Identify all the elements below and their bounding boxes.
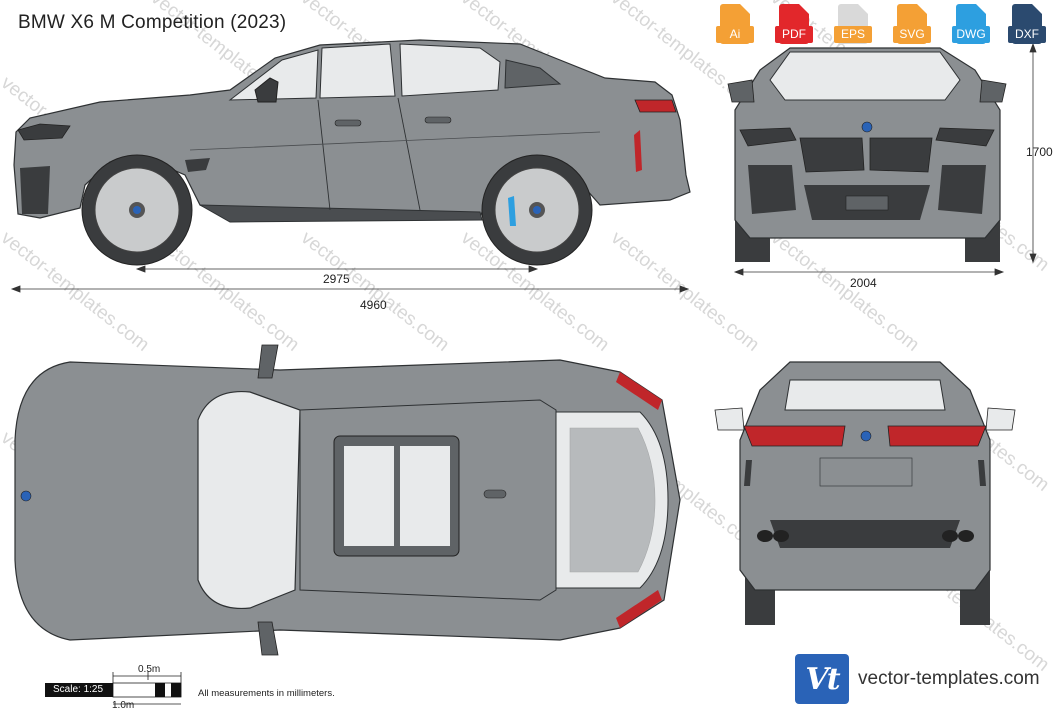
top-antenna (483, 489, 507, 499)
rear-mirror-left (714, 407, 745, 431)
rear-diffuser (770, 520, 960, 548)
side-window-quarter (504, 59, 562, 89)
rear-window (784, 379, 946, 411)
rear-mirror-right (985, 407, 1016, 431)
front-mirror-left (727, 79, 755, 103)
scale-full-label: 1.0m (112, 700, 135, 711)
side-door-line (397, 97, 421, 211)
dwg-file-fold (976, 4, 986, 14)
height-label: 1700 (1026, 145, 1053, 159)
front-intake-left (748, 165, 796, 214)
top-taillamp-right (616, 590, 662, 628)
eps-file-icon[interactable]: EPS (834, 4, 872, 48)
front-kidney-grille-left (799, 137, 865, 173)
dxf-file-icon[interactable]: DXF (1008, 4, 1046, 48)
rear-exhausts (757, 530, 974, 542)
top-taillamp-left (616, 372, 662, 410)
pdf-file-fold (799, 4, 809, 14)
vt-logo-icon[interactable] (795, 654, 849, 704)
ai-file-icon[interactable]: Ai (716, 4, 754, 48)
top-view (14, 344, 681, 656)
svg-file-label: SVG (893, 26, 931, 43)
svg-file-icon[interactable]: SVG (893, 4, 931, 48)
front-view (727, 47, 1007, 262)
rear-view (714, 361, 1016, 625)
front-mirror-right (979, 79, 1007, 103)
side-front-wheel (81, 154, 193, 266)
top-bmw-badge (20, 490, 32, 502)
scale-half-label: 0.5m (138, 664, 161, 675)
ai-file-label: Ai (716, 26, 754, 43)
width-label: 2004 (850, 276, 877, 290)
side-headlight (17, 123, 71, 141)
front-intake-right (938, 165, 986, 214)
side-window-front (228, 49, 319, 101)
rear-taillamp-right (887, 425, 987, 447)
length-label: 4960 (360, 298, 387, 312)
side-front-intake (20, 166, 50, 214)
eps-file-fold (858, 4, 868, 14)
side-door-line (317, 99, 331, 211)
side-sill (199, 204, 483, 223)
watermark-text: vector-templates.com (767, 227, 923, 355)
front-windshield (769, 51, 961, 101)
side-door-handle (334, 119, 362, 127)
side-window-mid (319, 43, 396, 99)
dxf-file-fold (1032, 4, 1042, 14)
side-rear-wheel (481, 154, 593, 266)
scale-bar (112, 672, 182, 705)
top-windshield (197, 390, 301, 610)
side-window-rear (399, 43, 501, 97)
svg-file-fold (917, 4, 927, 14)
rear-plate-area (819, 457, 913, 487)
scale-label: Scale: 1:25 (45, 683, 113, 697)
rear-reflector-left (744, 460, 752, 486)
top-mirror-left (257, 344, 279, 379)
vt-logo-text: Vt (805, 662, 840, 697)
side-door-handle (424, 116, 452, 124)
dimension-lines-side (10, 265, 690, 293)
rear-reflector-right (978, 460, 986, 486)
pdf-file-icon[interactable]: PDF (775, 4, 813, 48)
dwg-file-icon[interactable]: DWG (952, 4, 990, 48)
front-headlight-right (935, 127, 995, 147)
top-rear-window (555, 411, 669, 589)
side-fender-vent (185, 158, 210, 172)
eps-file-label: EPS (834, 26, 872, 43)
side-mirror (254, 77, 279, 103)
dwg-file-label: DWG (952, 26, 990, 43)
measurement-note: All measurements in millimeters. (198, 688, 335, 699)
pdf-file-label: PDF (775, 26, 813, 43)
side-rear-reflector (634, 130, 642, 172)
dimension-lines-front (733, 42, 1037, 276)
side-character-line (189, 131, 601, 151)
side-view (13, 39, 691, 266)
rear-bmw-badge (860, 430, 872, 442)
ai-file-fold (740, 4, 750, 14)
dxf-file-label: DXF (1008, 26, 1046, 43)
side-taillamp (634, 99, 677, 113)
brand-link[interactable]: vector-templates.com (858, 668, 1040, 689)
page-title: BMW X6 M Competition (2023) (18, 12, 287, 33)
front-bmw-badge (861, 121, 873, 133)
top-rear-window-inner (569, 427, 656, 573)
top-sunroof-pane (400, 446, 450, 546)
front-headlight-left (739, 127, 797, 147)
front-kidney-grille-right (869, 137, 933, 173)
top-sunroof-pane (344, 446, 394, 546)
wheelbase-label: 2975 (323, 272, 350, 286)
top-mirror-right (257, 621, 279, 656)
front-plate (845, 195, 889, 211)
watermark-text: vector-templates.com (297, 227, 453, 355)
rear-taillamp-left (743, 425, 846, 447)
